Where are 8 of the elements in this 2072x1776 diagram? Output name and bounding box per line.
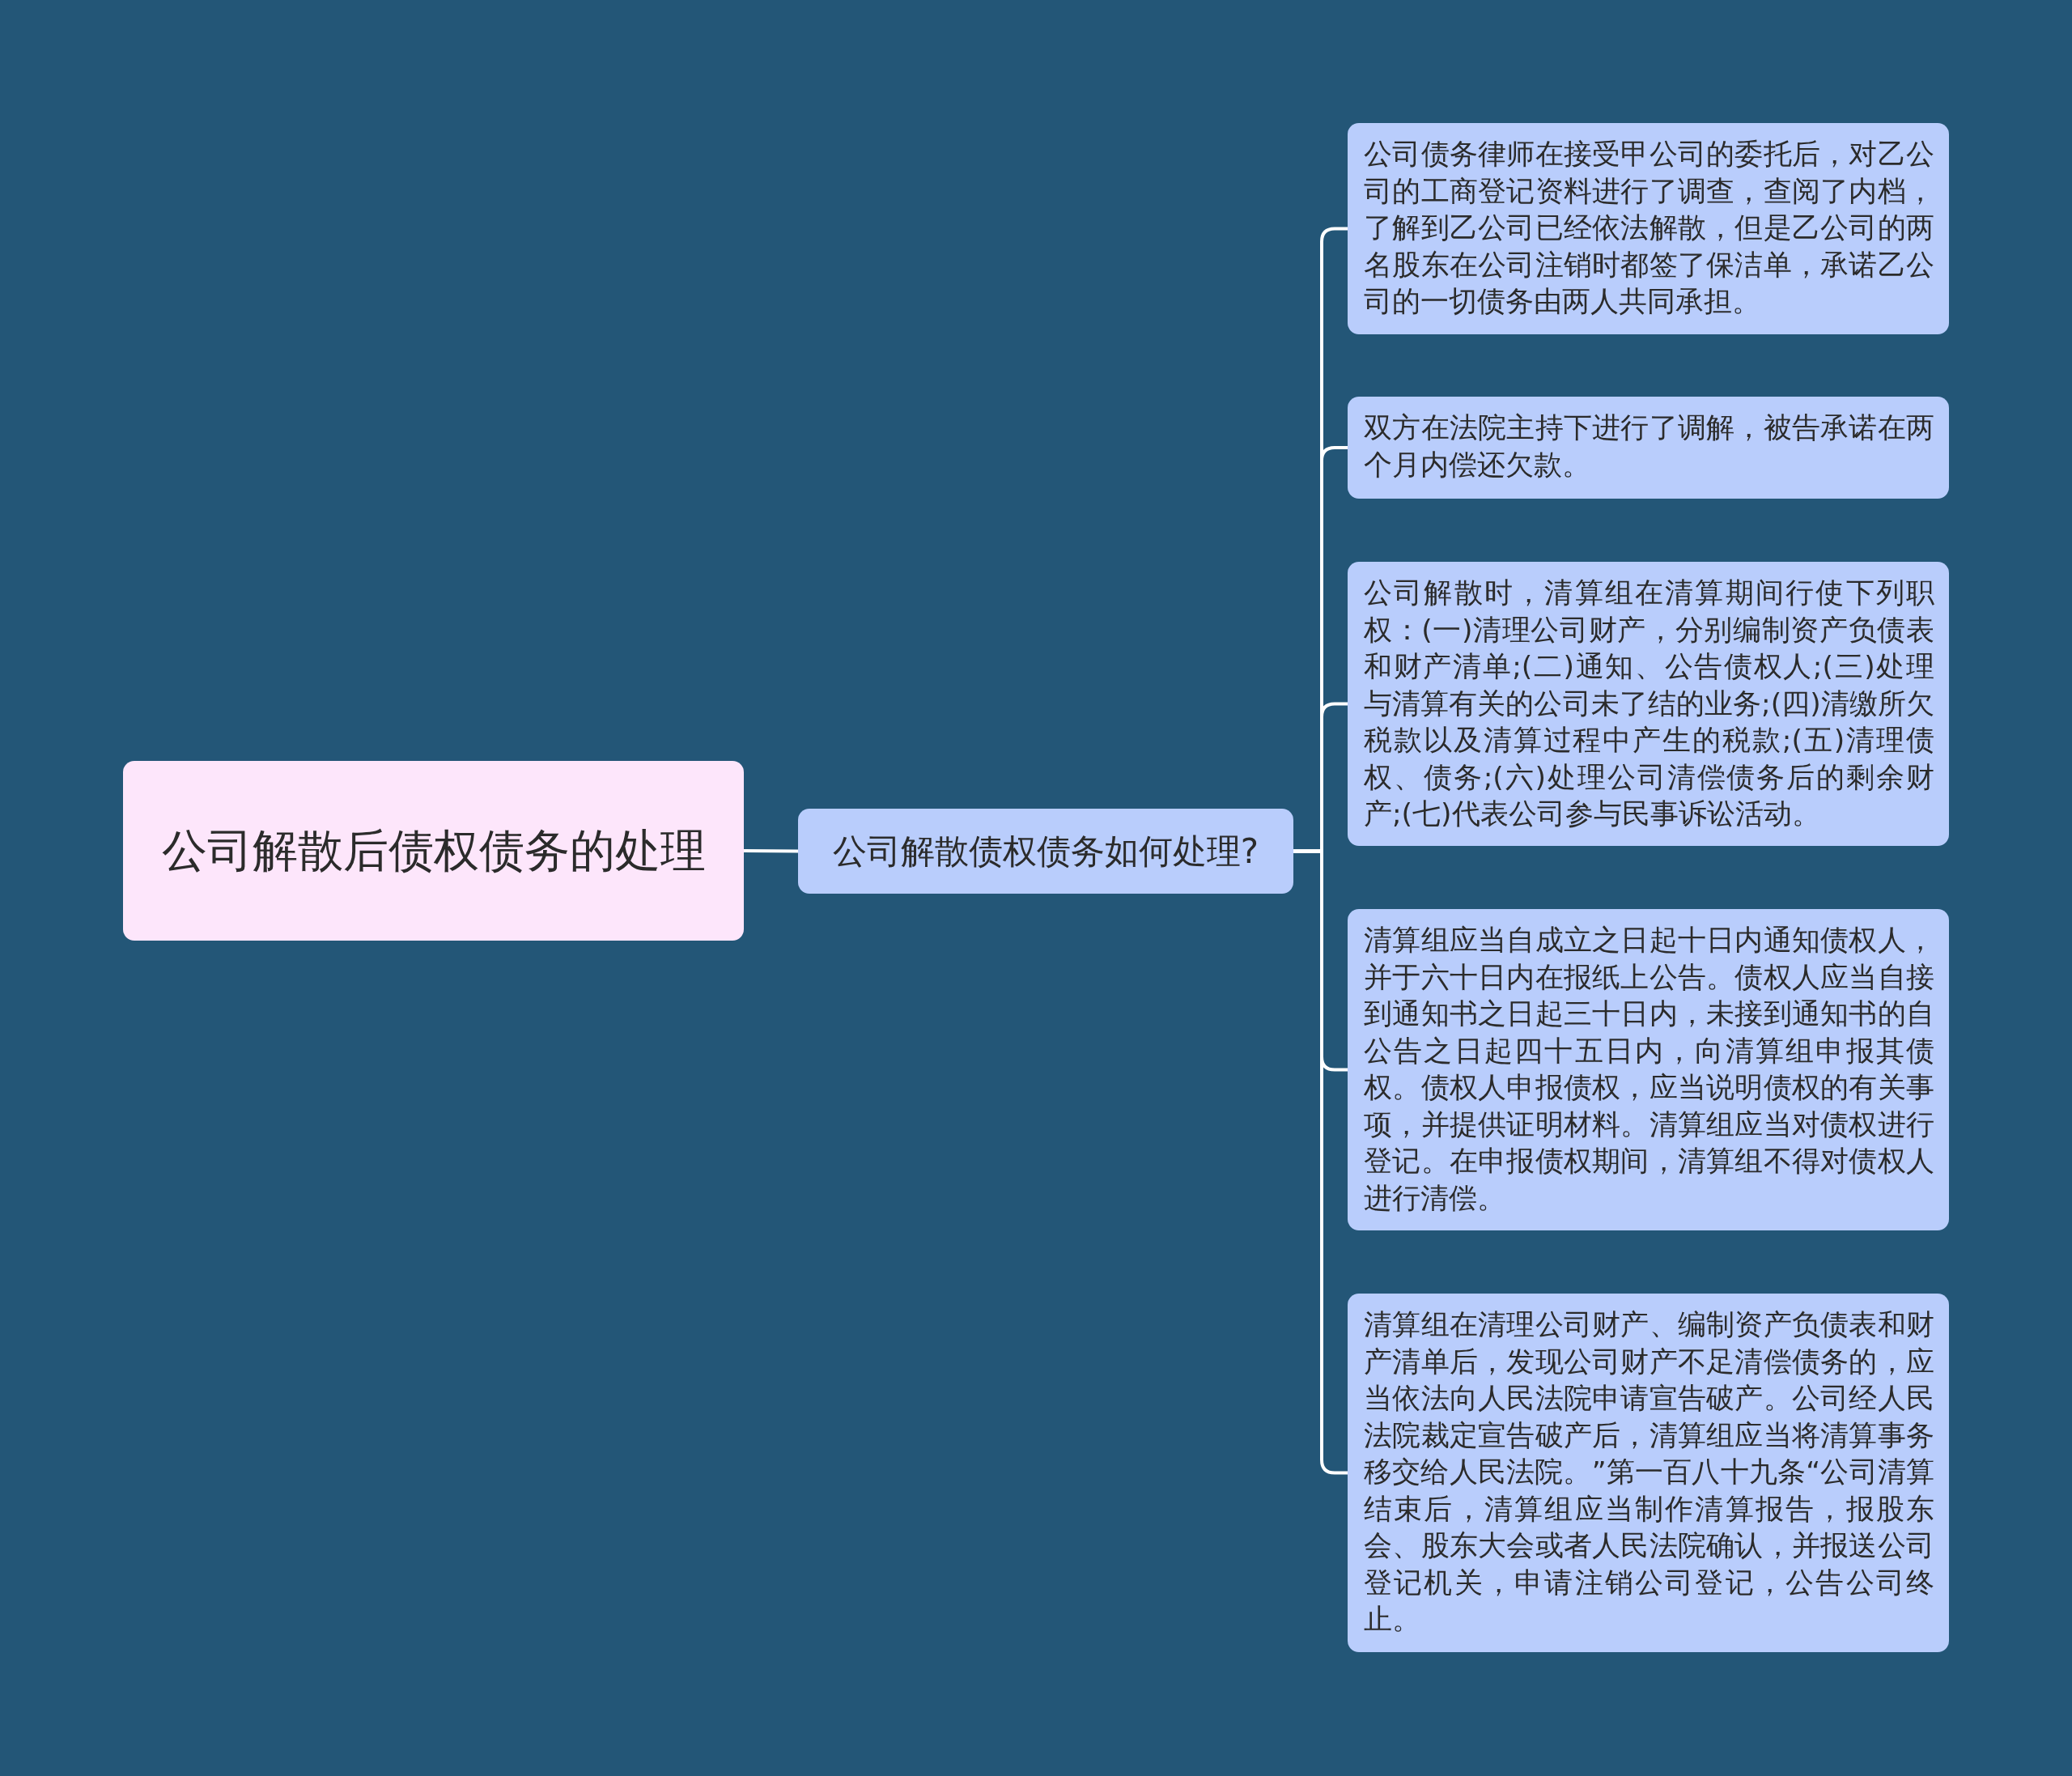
text-box: 双方在法院主持下进行了调解，被告承诺在两个月内偿还欠款。 [1348, 397, 1949, 499]
text-box: 清算组应当自成立之日起十日内通知债权人，并于六十日内在报纸上公告。债权人应当自接到通知书之日起三十日内，未接到通知书的自公告之日起四十五日内，向清算组申报其债权。债权人申报债权，应当说明债权的有关事项，并提供证明材料。清算组应当对债权进行登记。在申报债权期间，清算组不得对债权人进行清偿。 [1348, 909, 1949, 1230]
topic-box: 公司解散债权债务如何处理? [798, 809, 1293, 894]
root-box: 公司解散后债权债务的处理 [123, 761, 744, 941]
text-box: 公司债务律师在接受甲公司的委托后，对乙公司的工商登记资料进行了调查，查阅了内档，了解到乙公司已经依法解散，但是乙公司的两名股东在公司注销时都签了保洁单，承诺乙公司的一切债务由两人共同承担。 [1348, 123, 1949, 334]
text-box: 清算组在清理公司财产、编制资产负债表和财产清单后，发现公司财产不足清偿债务的，应当依法向人民法院申请宣告破产。公司经人民法院裁定宣告破产后，清算组应当将清算事务移交给人民法院。”第一百八十九条“公司清算结束后，清算组应当制作清算报告，报股东会、股东大会或者人民法院确认，并报送公司登记机关，申请注销公司登记，公告公司终止。 [1348, 1294, 1949, 1652]
text-box: 公司解散时，清算组在清算期间行使下列职权：(一)清理公司财产，分别编制资产负债表和财产清单;(二)通知、公告债权人;(三)处理与清算有关的公司未了结的业务;(四)清缴所欠税款以及清算过程中产生的税款;(五)清理债权、债务;(六)处理公司清偿债务后的剩余财产;(七)代表公司参与民事诉讼活动。 [1348, 562, 1949, 846]
connector-line [744, 849, 798, 853]
